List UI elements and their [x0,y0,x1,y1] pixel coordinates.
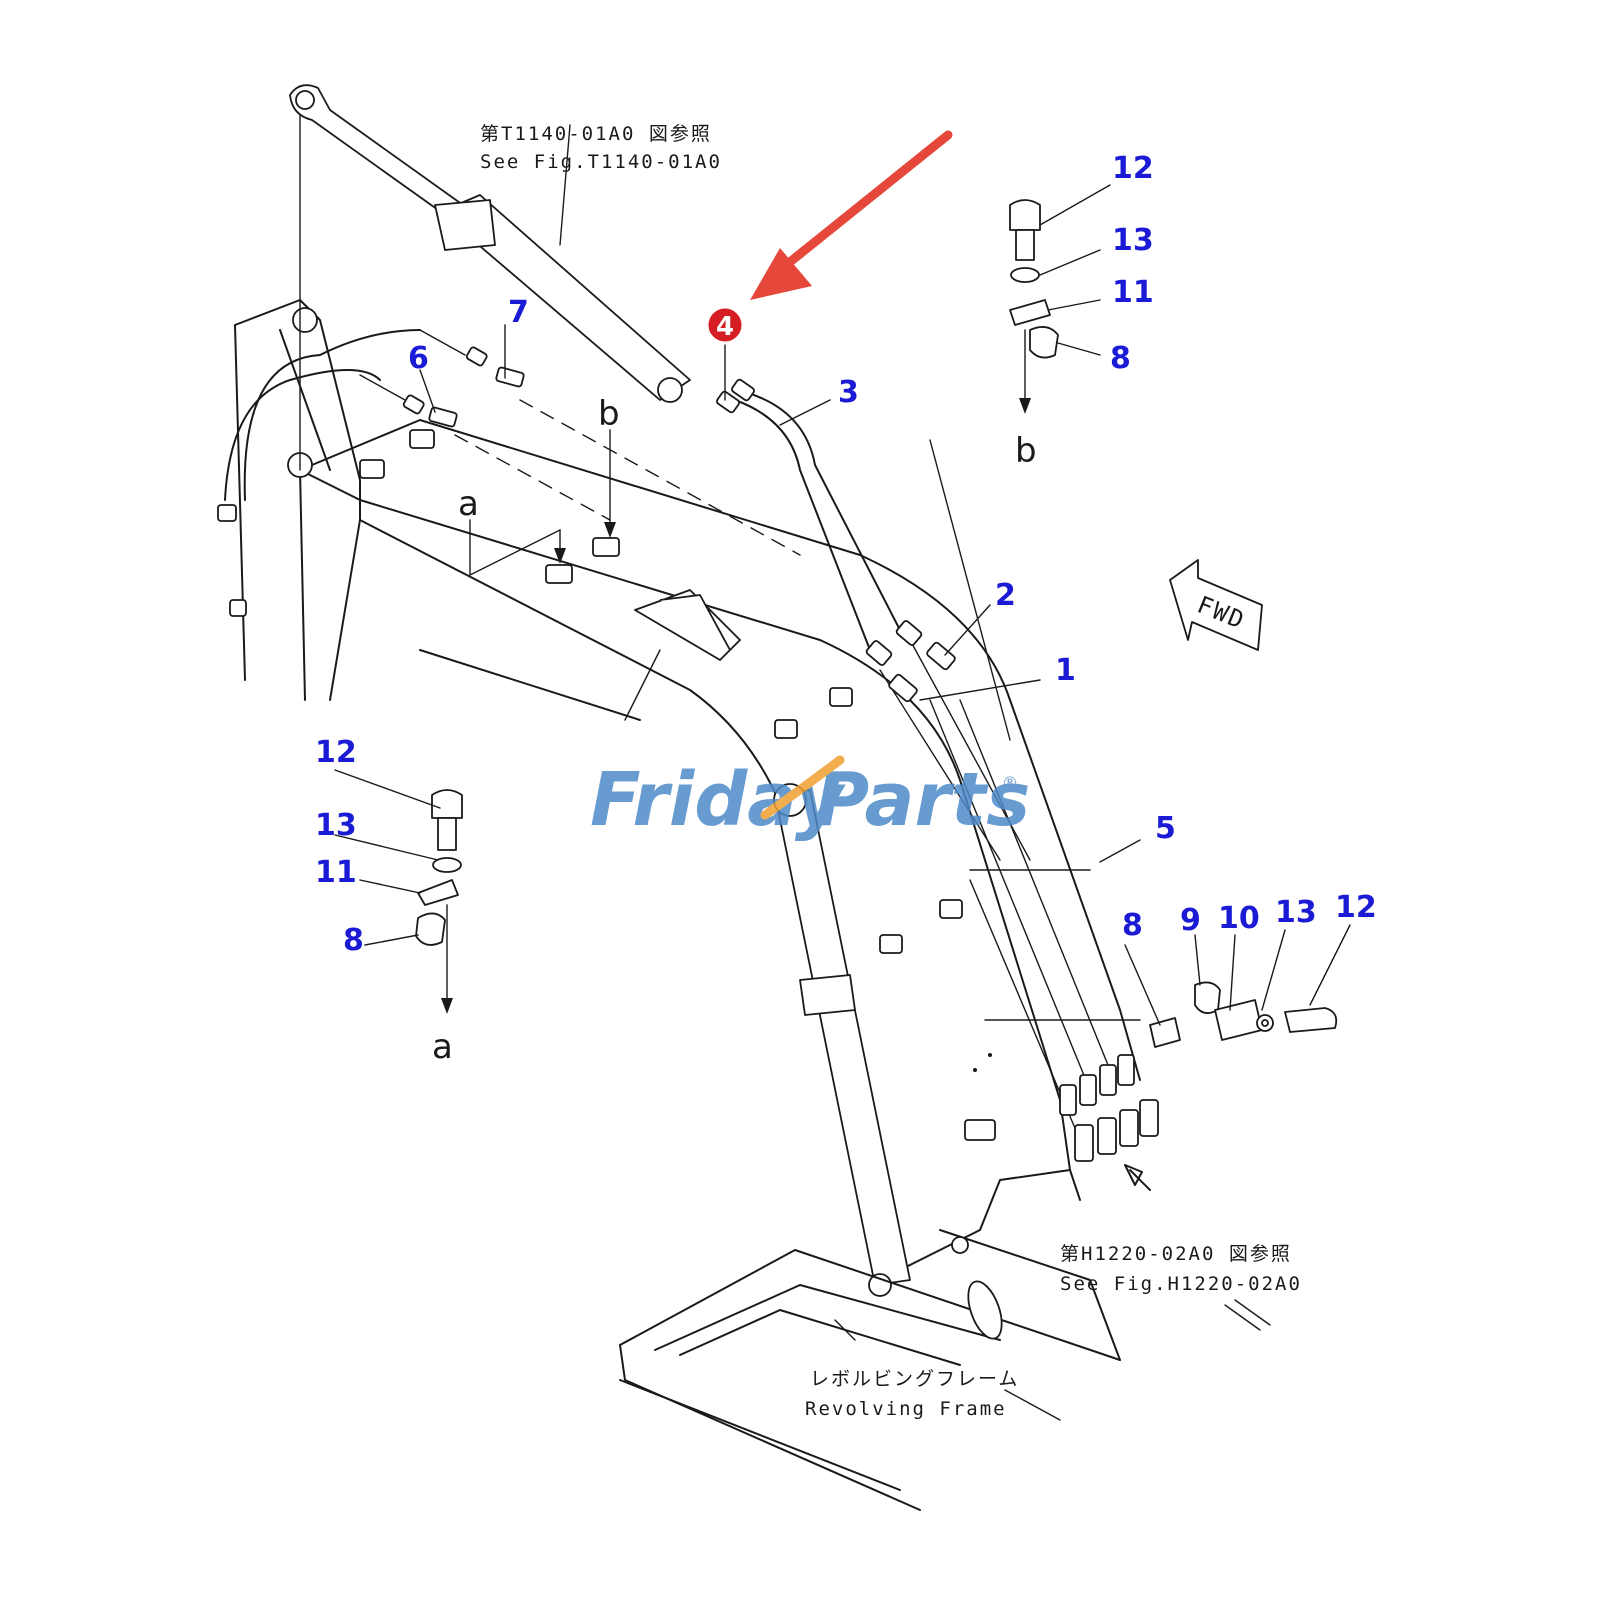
watermark-swoosh-icon [760,755,845,820]
note-bottom-ja: 第H1220-02A0 図参照 [1060,1243,1292,1265]
detail-a: a [415,789,463,1067]
callout-12-right: 12 [1335,890,1377,925]
leader-lines [334,124,1351,1026]
fwd-arrow-icon: FWD [1169,559,1263,651]
callout-9: 9 [1180,903,1201,938]
callout-8-left: 8 [343,923,364,958]
watermark-logo: Friday Parts ® [590,755,1030,843]
boom [224,99,1141,1271]
callout-11-left: 11 [315,855,357,890]
boom-letter-b: b [598,394,620,434]
note-frame-en: Revolving Frame [805,1398,1007,1420]
callout-13-right: 13 [1275,895,1317,930]
red-arrow-icon [775,130,953,275]
red-arrow-head-icon [750,248,812,300]
arm-cylinder [289,84,691,403]
callout-12-left: 12 [315,735,357,770]
highlight-badge [705,305,745,345]
callout-5: 5 [1155,811,1176,846]
highlight-marker: 4 [705,130,953,345]
highlight-badge-label: 4 [716,312,734,342]
right-parts [1149,981,1338,1048]
callout-13-top: 13 [1112,223,1154,258]
boom-cylinder [773,783,911,1297]
callout-8-top: 8 [1110,341,1131,376]
hoses [359,329,1111,1091]
callout-13-left: 13 [315,808,357,843]
detail-b: b [1009,199,1059,471]
note-frame-ja: レボルビングフレーム [810,1368,1019,1390]
bottom-fittings [1059,1054,1159,1191]
callout-8-right: 8 [1122,908,1143,943]
watermark-parts: Parts [815,757,1030,843]
clamps [217,399,1141,1141]
callout-labels: 12 13 11 8 7 6 3 2 1 5 12 13 11 8 8 9 10… [315,151,1377,958]
revolving-frame [619,1229,1121,1511]
callout-10: 10 [1218,901,1260,936]
note-top-ja: 第T1140-01A0 図参照 [480,123,712,145]
callout-1: 1 [1055,653,1076,688]
watermark-friday: Friday [590,757,846,843]
watermark-registered: ® [1002,773,1018,792]
note-top-en: See Fig.T1140-01A0 [480,151,722,173]
callout-3: 3 [838,375,859,410]
callout-6: 6 [408,341,429,376]
boom-letter-a: a [458,484,479,524]
callout-2: 2 [995,578,1016,613]
callout-12-top: 12 [1112,151,1154,186]
callout-7: 7 [508,295,529,330]
detail-b-label: b [1015,431,1037,471]
callout-11-top: 11 [1112,275,1154,310]
note-bottom-en: See Fig.H1220-02A0 [1060,1273,1302,1295]
detail-a-label: a [432,1027,453,1067]
